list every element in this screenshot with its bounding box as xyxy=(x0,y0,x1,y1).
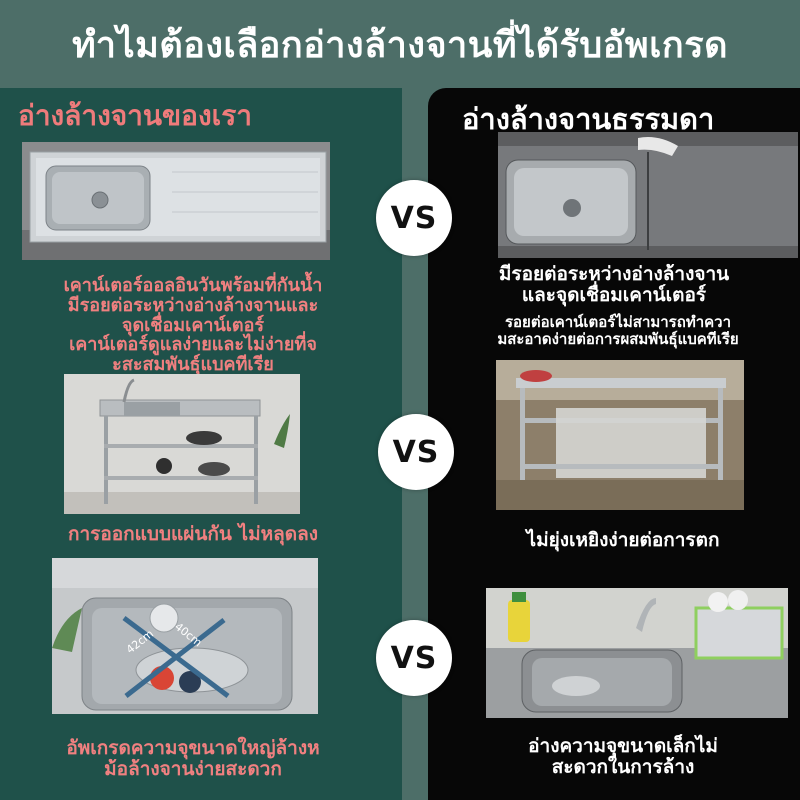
bacteria-caption: รอยต่อเคาน์เตอร์ไม่สามารถทำควา มสะอาดง่า… xyxy=(497,313,739,348)
anti-fall-shelf-caption: การออกแบบแผ่นกัน ไม่หลุดลง xyxy=(67,523,319,545)
vs-badge-3: VS xyxy=(376,620,452,696)
messy-fall-caption: ไม่ยุ่งเหยิงง่ายต่อการตก xyxy=(526,529,720,551)
page-title: ทำไมต้องเลือกอ่างล้างจานที่ได้รับอัพเกรด xyxy=(72,24,728,66)
seam-caption: มีรอยต่อระหว่างอ่างล้างจาน และจุดเชื่อมเ… xyxy=(498,263,730,306)
ordinary-sink-heading: อ่างล้างจานธรรมดา xyxy=(462,102,715,136)
integrated-counter-caption: เคาน์เตอร์ออลอินวันพร้อมที่กันน้ำ มีรอยต… xyxy=(63,275,323,376)
vs-badge-1: VS xyxy=(376,180,452,256)
sink-with-shelves-photo xyxy=(64,374,300,514)
upgraded-capacity-caption: อัพเกรดความจุขนาดใหญ่ล้างห ม้อล้างจานง่า… xyxy=(66,737,320,780)
ordinary-sink-panel: อ่างล้างจานธรรมดา มีรอยต่อระหว่างอ่างล้า… xyxy=(428,88,800,800)
ordinary-shelf-photo xyxy=(496,360,744,510)
small-capacity-caption: อ่างความจุขนาดเล็กไม่ สะดวกในการล้าง xyxy=(528,735,718,778)
integrated-sink-photo xyxy=(22,142,330,260)
large-capacity-sink-photo: 42cm 40cm xyxy=(52,558,318,714)
ordinary-sink-photo xyxy=(498,132,798,258)
our-sink-panel: อ่างล้างจานของเรา เคาน์เตอร์ออลอินวันพร้… xyxy=(0,88,402,800)
vs-badge-2: VS xyxy=(378,414,454,490)
our-sink-heading: อ่างล้างจานของเรา xyxy=(18,99,252,132)
small-capacity-sink-photo xyxy=(486,588,788,718)
